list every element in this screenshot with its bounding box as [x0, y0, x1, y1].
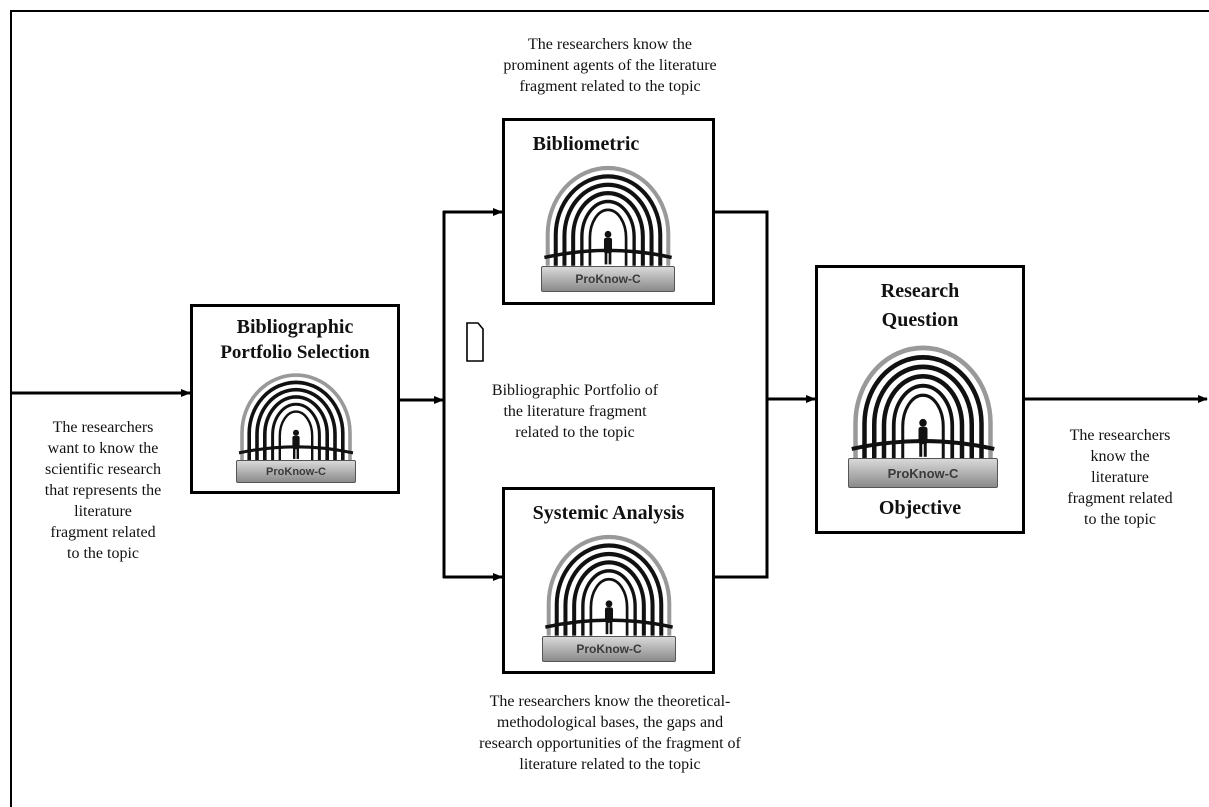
research-question-box: Research Question	[815, 265, 1025, 534]
note-line: fragment related to the topic	[519, 78, 701, 95]
bibliometric-merge-line	[715, 210, 769, 579]
note-line: fragment related	[1067, 490, 1173, 507]
note-line: Bibliographic Portfolio of	[491, 382, 659, 399]
output-note: The researchers know the literature frag…	[1040, 425, 1200, 530]
note-line: literature related to the topic	[519, 756, 701, 773]
tunnel-arches-icon	[545, 535, 673, 636]
note-line: related to the topic	[515, 424, 635, 441]
note-line: prominent agents of the literature	[503, 57, 717, 74]
note-line: scientific research	[45, 461, 161, 478]
tunnel-arches-icon	[544, 165, 672, 266]
document-icon	[466, 322, 484, 362]
note-line: fragment related	[50, 524, 156, 541]
portfolio-document-note: Bibliographic Portfolio of the literatur…	[450, 380, 700, 443]
note-line: that represents the	[44, 482, 162, 499]
note-line: know the	[1090, 448, 1150, 465]
note-line: research opportunities of the fragment o…	[479, 735, 741, 752]
note-line: The researchers know the theoretical-	[489, 693, 731, 710]
bibliographic-portfolio-selection-box: Bibliographic Portfolio Selection	[190, 304, 400, 494]
systemic-analysis-title: Systemic Analysis	[532, 502, 685, 524]
note-line: literature	[74, 503, 132, 520]
tunnel-arches-icon	[851, 345, 995, 459]
note-line: The researchers know the	[528, 36, 692, 53]
research-title-line2: Question	[881, 309, 959, 331]
input-note: The researchers want to know the scienti…	[18, 417, 188, 564]
outer-frame	[10, 10, 1209, 807]
proknow-c-logo: ProKnow-C	[541, 161, 675, 292]
note-line: The researchers	[1069, 427, 1171, 444]
note-line: methodological bases, the gaps and	[496, 714, 724, 731]
tunnel-arches-icon	[238, 373, 354, 461]
note-line: want to know the	[47, 440, 159, 457]
research-title-line1: Research	[880, 280, 960, 302]
logo-label: ProKnow-C	[236, 460, 356, 483]
note-line: to the topic	[67, 545, 139, 562]
logo-label: ProKnow-C	[542, 635, 676, 662]
note-line: to the topic	[1084, 511, 1156, 528]
logo-label: ProKnow-C	[848, 458, 998, 488]
systemic-outcome-note: The researchers know the theoretical- me…	[425, 691, 795, 775]
research-subtitle: Objective	[878, 497, 962, 519]
proknow-c-logo: ProKnow-C	[542, 530, 676, 662]
systemic-analysis-box: Systemic Analysis	[502, 487, 715, 674]
note-line: The researchers	[52, 419, 154, 436]
proknow-c-logo: ProKnow-C	[848, 340, 998, 488]
note-line: the literature fragment	[503, 403, 647, 420]
bibliometric-box: Bibliometric ProKn	[502, 118, 715, 305]
logo-label: ProKnow-C	[541, 265, 675, 292]
note-line: literature	[1091, 469, 1149, 486]
bibliometric-outcome-note: The researchers know the prominent agent…	[440, 34, 780, 97]
bibliographic-title-line2: Portfolio Selection	[220, 342, 370, 363]
bibliometric-title: Bibliometric	[532, 133, 640, 155]
proknow-c-logo: ProKnow-C	[236, 369, 356, 483]
bibliographic-title-line1: Bibliographic	[236, 316, 354, 338]
